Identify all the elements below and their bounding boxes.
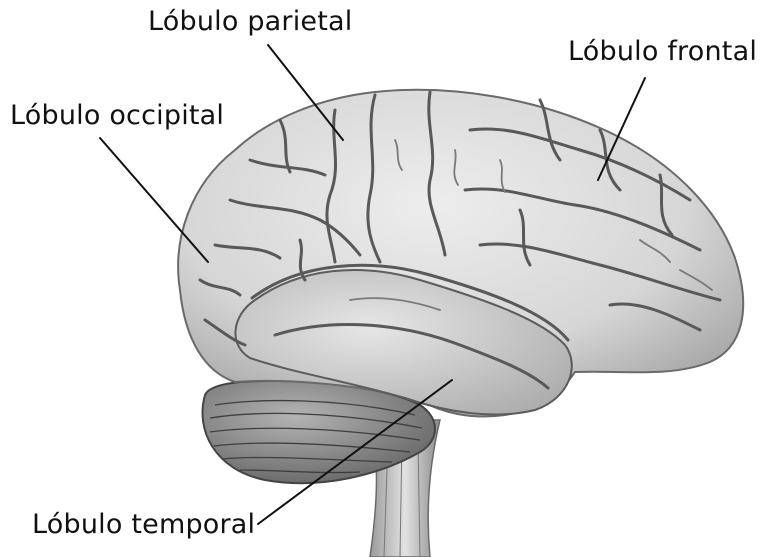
label-temporal-lobe: Lóbulo temporal bbox=[32, 509, 255, 540]
label-occipital-lobe: Lóbulo occipital bbox=[10, 100, 224, 131]
label-parietal-lobe: Lóbulo parietal bbox=[148, 6, 352, 37]
leader-line-occipital bbox=[100, 138, 208, 262]
label-frontal-lobe: Lóbulo frontal bbox=[568, 36, 757, 67]
